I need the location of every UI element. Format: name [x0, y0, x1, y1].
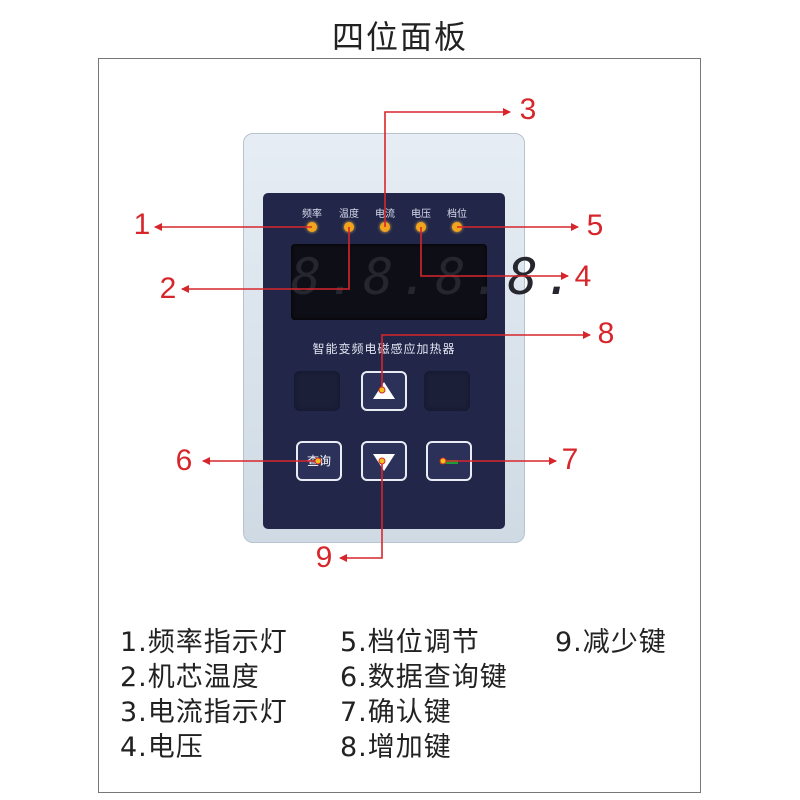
legend-item-2: 2.机芯温度 — [120, 662, 260, 693]
enter-icon — [440, 460, 458, 464]
page-title: 四位面板 — [331, 18, 468, 56]
legend-item-8: 8.增加键 — [340, 732, 452, 763]
indicator-label-voltage: 电压 — [411, 209, 431, 220]
callout-4-arrow — [420, 227, 569, 280]
callout-5-number: 5 — [586, 209, 604, 242]
callout-2-number: 2 — [159, 272, 177, 305]
callout-7-number: 7 — [561, 443, 579, 476]
callout-2-arrow — [181, 227, 350, 293]
legend-item-6: 6.数据查询键 — [340, 662, 508, 693]
indicator-label-gear: 档位 — [447, 209, 467, 220]
legend-item-1: 1.频率指示灯 — [120, 627, 288, 658]
callout-8-number: 8 — [597, 317, 615, 350]
legend-item-4: 4.电压 — [120, 732, 204, 763]
legend-item-3: 3.电流指示灯 — [120, 697, 288, 728]
legend-item-9: 9.减少键 — [555, 627, 667, 658]
blank-button-left — [294, 371, 340, 411]
callout-6-number: 6 — [175, 444, 193, 477]
legend-item-7: 7.确认键 — [340, 697, 452, 728]
product-name: 智能变频电磁感应加热器 — [312, 342, 456, 356]
callout-8-arrow — [381, 331, 591, 390]
callout-1-number: 1 — [133, 208, 151, 241]
indicator-label-temperature: 温度 — [339, 209, 359, 220]
legend-item-5: 5.档位调节 — [340, 627, 480, 658]
callout-4-number: 4 — [574, 260, 592, 293]
callout-9-arrow — [339, 461, 383, 562]
callout-9-number: 9 — [315, 541, 333, 574]
callout-3-number: 3 — [519, 93, 537, 126]
diagram-frame — [98, 58, 701, 793]
callout-3-arrow — [384, 108, 511, 227]
indicator-label-frequency: 频率 — [302, 209, 322, 220]
blank-button-right — [424, 371, 470, 411]
